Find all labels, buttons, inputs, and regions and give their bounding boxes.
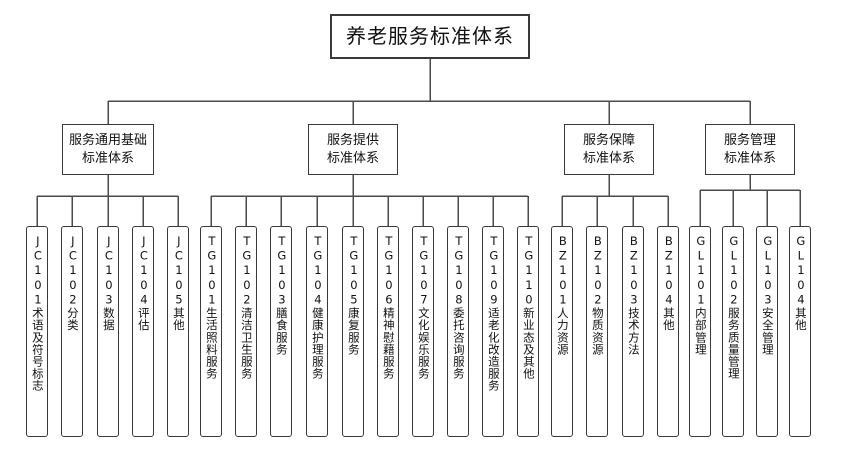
branch-node-jc[interactable]: 服务通用基础 标准体系 <box>62 124 154 175</box>
leaf-node-tg107-label: TG107文化娱乐服务 <box>416 234 431 380</box>
leaf-node-gl103-label: GL103安全管理 <box>760 234 775 356</box>
leaf-node-tg102[interactable]: TG102清洁卫生服务 <box>235 226 257 437</box>
root-node[interactable]: 养老服务标准体系 <box>330 14 530 59</box>
branch-node-bz[interactable]: 服务保障 标准体系 <box>564 124 654 175</box>
branch-node-tg-label: 服务提供 标准体系 <box>326 132 379 166</box>
leaf-node-tg103-label: TG103膳食服务 <box>274 234 289 356</box>
leaf-node-tg104[interactable]: TG104健康护理服务 <box>306 226 328 437</box>
root-node-label: 养老服务标准体系 <box>346 24 514 48</box>
leaf-node-tg104-label: TG104健康护理服务 <box>310 234 325 380</box>
leaf-node-jc102[interactable]: JC102分类 <box>61 226 83 437</box>
leaf-node-bz104[interactable]: BZ104其他 <box>657 226 679 437</box>
leaf-node-gl103[interactable]: GL103安全管理 <box>756 226 778 437</box>
leaf-node-tg109[interactable]: TG109适老化改造服务 <box>482 226 504 437</box>
leaf-node-jc103-label: JC103数据 <box>101 234 116 332</box>
leaf-node-jc101-label: JC101术语及符号标志 <box>30 234 45 392</box>
leaf-node-gl104[interactable]: GL104其他 <box>789 226 811 437</box>
leaf-node-bz102[interactable]: BZ102物质资源 <box>586 226 608 437</box>
branch-node-bz-label: 服务保障 标准体系 <box>582 132 635 166</box>
branch-node-gl[interactable]: 服务管理 标准体系 <box>705 124 795 175</box>
leaf-node-tg107[interactable]: TG107文化娱乐服务 <box>412 226 434 437</box>
branch-node-tg[interactable]: 服务提供 标准体系 <box>308 124 398 175</box>
leaf-node-tg105[interactable]: TG105康复服务 <box>342 226 364 437</box>
leaf-node-gl101[interactable]: GL101内部管理 <box>689 226 711 437</box>
leaf-node-tg105-label: TG105康复服务 <box>346 234 361 356</box>
leaf-node-tg108[interactable]: TG108委托咨询服务 <box>447 226 469 437</box>
leaf-node-gl101-label: GL101内部管理 <box>693 234 708 356</box>
leaf-node-jc104[interactable]: JC104评估 <box>132 226 154 437</box>
leaf-node-tg103[interactable]: TG103膳食服务 <box>270 226 292 437</box>
branch-node-gl-label: 服务管理 标准体系 <box>723 132 776 166</box>
leaf-node-jc102-label: JC102分类 <box>65 234 80 332</box>
leaf-node-tg101-label: TG101生活照料服务 <box>204 234 219 380</box>
leaf-node-gl104-label: GL104其他 <box>793 234 808 332</box>
leaf-node-jc101[interactable]: JC101术语及符号标志 <box>26 226 48 437</box>
leaf-node-tg110[interactable]: TG110新业态及其他 <box>517 226 539 437</box>
leaf-node-bz101[interactable]: BZ101人力资源 <box>551 226 573 437</box>
leaf-node-tg108-label: TG108委托咨询服务 <box>451 234 466 380</box>
leaf-node-gl102[interactable]: GL102服务质量管理 <box>722 226 744 437</box>
leaf-node-bz104-label: BZ104其他 <box>661 234 676 332</box>
leaf-node-tg109-label: TG109适老化改造服务 <box>486 234 501 392</box>
leaf-node-tg102-label: TG102清洁卫生服务 <box>239 234 254 380</box>
leaf-node-gl102-label: GL102服务质量管理 <box>726 234 741 380</box>
leaf-node-tg101[interactable]: TG101生活照料服务 <box>200 226 222 437</box>
leaf-node-bz101-label: BZ101人力资源 <box>555 234 570 356</box>
leaf-node-tg110-label: TG110新业态及其他 <box>521 234 536 380</box>
leaf-node-bz103-label: BZ103技术方法 <box>626 234 641 356</box>
leaf-node-bz102-label: BZ102物质资源 <box>590 234 605 356</box>
leaf-node-jc105[interactable]: JC105其他 <box>167 226 189 437</box>
leaf-node-bz103[interactable]: BZ103技术方法 <box>622 226 644 437</box>
leaf-node-tg106[interactable]: TG106精神慰藉服务 <box>377 226 399 437</box>
leaf-node-tg106-label: TG106精神慰藉服务 <box>381 234 396 380</box>
branch-node-jc-label: 服务通用基础 标准体系 <box>68 132 147 166</box>
leaf-node-jc104-label: JC104评估 <box>136 234 151 332</box>
leaf-node-jc105-label: JC105其他 <box>171 234 186 332</box>
leaf-node-jc103[interactable]: JC103数据 <box>97 226 119 437</box>
